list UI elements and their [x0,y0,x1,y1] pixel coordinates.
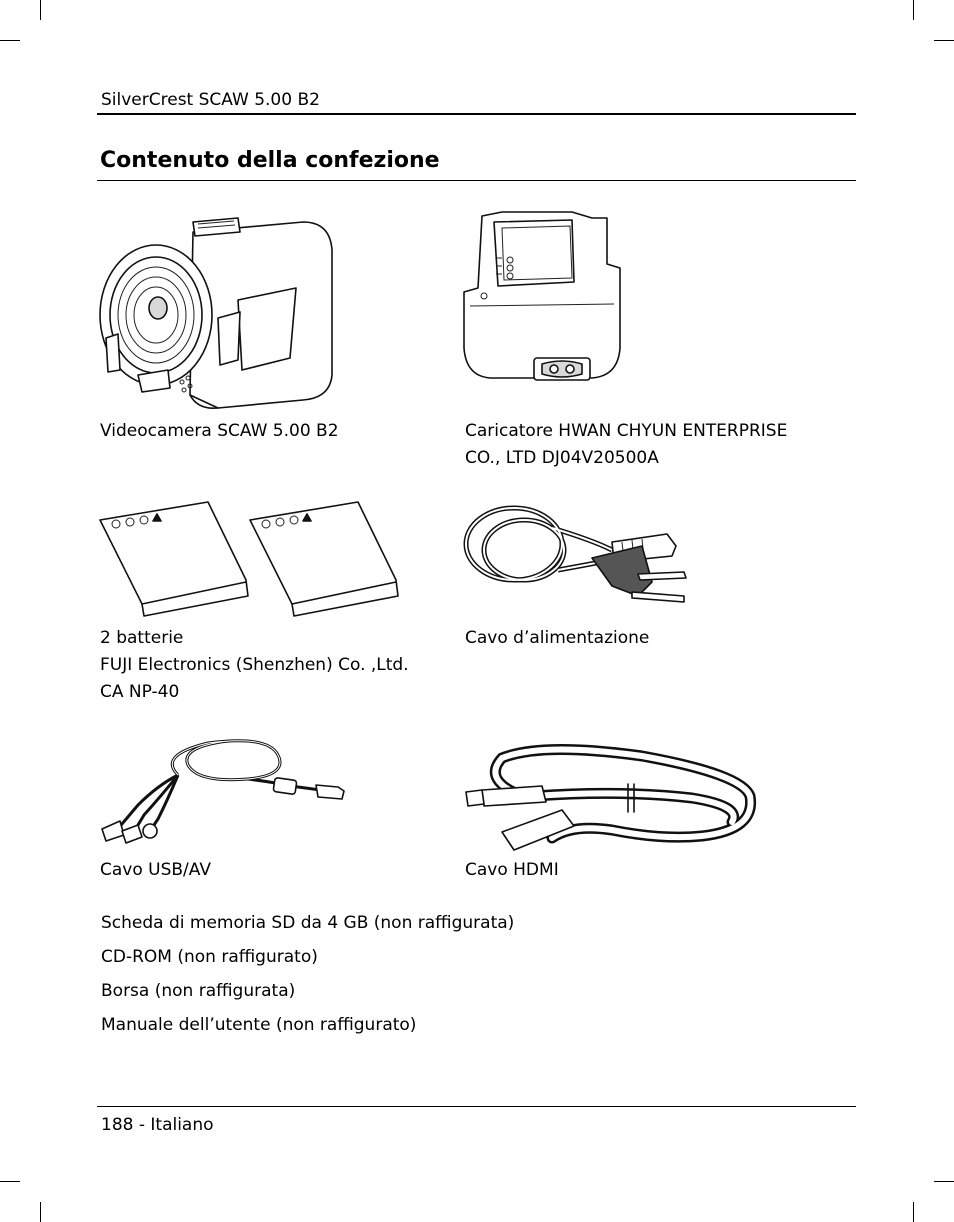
section-title: Contenuto della confezione [100,148,440,173]
crop-mark [934,40,954,41]
caption-line: 2 batterie [100,628,184,648]
list-item: Borsa (non raffigurata) [101,981,296,1001]
caption-line: Cavo d’alimentazione [465,628,650,648]
running-header: SilverCrest SCAW 5.00 B2 [101,90,320,110]
caption-batteries: 2 batterie FUJI Electronics (Shenzhen) C… [100,625,409,706]
list-item: Scheda di memoria SD da 4 GB (non raffig… [101,913,515,933]
caption-camcorder: Videocamera SCAW 5.00 B2 [100,418,339,445]
caption-line: CO., LTD DJ04V20500A [465,448,659,468]
header-rule [97,113,856,115]
list-item: CD-ROM (non raffigurato) [101,947,318,967]
caption-line: Cavo HDMI [465,860,559,880]
caption-line: Videocamera SCAW 5.00 B2 [100,421,339,441]
crop-mark [40,0,41,20]
charger-icon [463,211,621,381]
caption-hdmi-cable: Cavo HDMI [465,857,559,884]
crop-mark [0,40,20,41]
list-item: Manuale dell’utente (non raffigurato) [101,1015,417,1035]
caption-line: Caricatore HWAN CHYUN ENTERPRISE [465,421,788,441]
footer-rule [97,1106,856,1107]
caption-line: CA NP-40 [100,682,180,702]
crop-mark [40,1202,41,1222]
crop-mark [913,1202,914,1222]
caption-charger: Caricatore HWAN CHYUN ENTERPRISE CO., LT… [465,418,787,472]
usb-av-cable-icon [101,739,345,844]
crop-mark [934,1181,954,1182]
section-rule [97,180,856,181]
not-pictured-list: Scheda di memoria SD da 4 GB (non raffig… [101,910,514,1046]
caption-line: Cavo USB/AV [100,860,211,880]
battery-icon [99,501,399,617]
power-cable-icon [463,505,687,603]
page-number: 188 - Italiano [101,1115,214,1135]
crop-mark [0,1181,20,1182]
camcorder-icon [99,217,333,410]
caption-usb-av-cable: Cavo USB/AV [100,857,211,884]
crop-mark [913,0,914,20]
hdmi-cable-icon [465,744,757,851]
caption-power-cable: Cavo d’alimentazione [465,625,649,652]
caption-line: FUJI Electronics (Shenzhen) Co. ,Ltd. [100,655,409,675]
